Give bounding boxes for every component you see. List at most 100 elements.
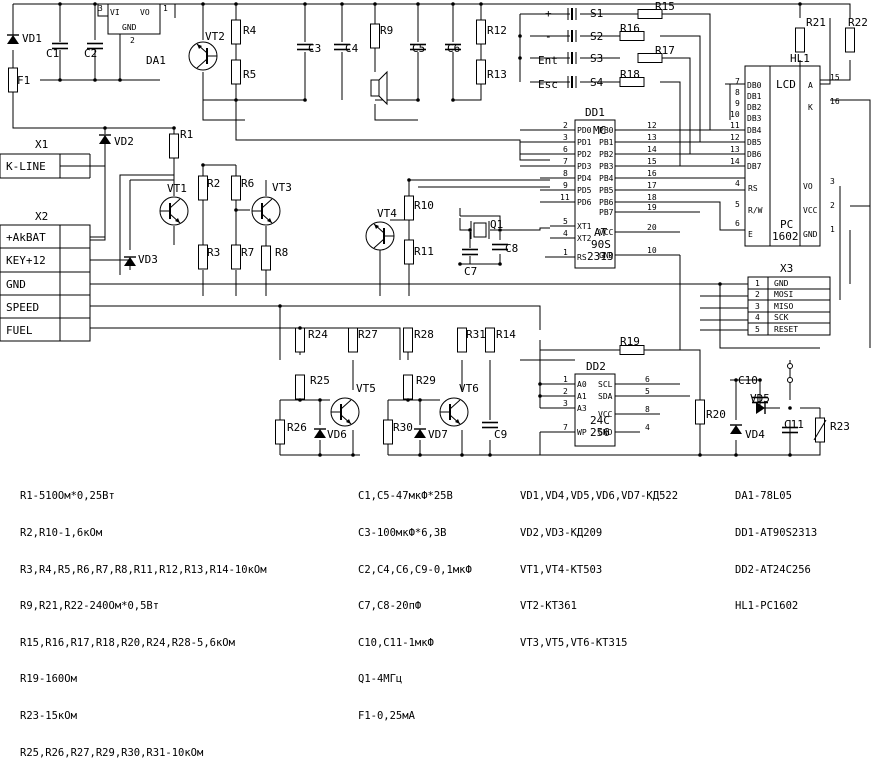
- label-r21: R21: [806, 16, 826, 29]
- bom-line: VT1,VT4-КТ503: [520, 563, 603, 576]
- label-vd5: VD5: [750, 392, 770, 405]
- label-r25: R25: [310, 374, 330, 387]
- hl1-part-2: 1602: [772, 230, 799, 243]
- x3-sig-1: GND: [774, 279, 789, 288]
- label-r9: R9: [380, 24, 393, 37]
- dd1-lp-7: PD6: [577, 198, 592, 207]
- bom-line: R9,R21,R22-240Ом*0,5Вт: [20, 600, 160, 613]
- x2-pin-1: +AkBAT: [6, 231, 46, 244]
- bom-line: DD2-AT24C256: [735, 563, 811, 576]
- dd1-rn-2: 13: [647, 133, 657, 142]
- hl1-rp-a: A: [808, 81, 813, 90]
- dd1-ln-3: 6: [563, 145, 568, 154]
- dd1-part-1: AT: [594, 226, 608, 239]
- x3-num-2: 2: [755, 290, 760, 299]
- label-r18: R18: [620, 68, 640, 81]
- dd1-rp-10: GND: [599, 251, 614, 260]
- lcd-hl1: HL1 LCD PC 1602 DB0 DB1 DB2 DB3 DB4 DB5 …: [730, 52, 840, 243]
- x3-sig-4: SCK: [774, 313, 789, 322]
- label-pin1: 1: [163, 4, 168, 13]
- dd1-ln-10: 1: [563, 248, 568, 257]
- bom-line: R2,R10-1,6кОм: [20, 527, 103, 539]
- label-f1: F1: [17, 74, 30, 87]
- hl1-name: HL1: [790, 52, 810, 65]
- label-vt5: VT5: [356, 382, 376, 395]
- dd1-rn-6: 17: [647, 181, 657, 190]
- bom-line: Q1-4МГц: [358, 673, 403, 686]
- label-r19: R19: [620, 335, 640, 348]
- dd1-lp-8: XT1: [577, 222, 592, 231]
- component-symbols: [0, 3, 855, 447]
- label-c6: C6: [447, 42, 460, 55]
- label-c1: C1: [46, 47, 59, 60]
- dd1-rn-7: 18: [647, 193, 657, 202]
- dd1-ln-5: 8: [563, 169, 568, 178]
- hl1-ctrl-e: E: [748, 230, 753, 239]
- bom-line: R15,R16,R17,R18,R20,R24,R28-5,6кОм: [20, 636, 235, 649]
- dd2-rn-1: 6: [645, 375, 650, 384]
- dd1-rn-5: 16: [647, 169, 657, 178]
- dd1-part-3: 2313: [587, 250, 614, 263]
- label-r15: R15: [655, 0, 675, 13]
- label-r1: R1: [180, 128, 193, 141]
- label-vd3: VD3: [138, 253, 158, 266]
- label-r30: R30: [393, 421, 413, 434]
- label-pin3: 3: [98, 4, 103, 13]
- dd2-lp-2: A1: [577, 392, 587, 401]
- label-r4: R4: [243, 24, 257, 37]
- dd1-rp-8: PB7: [599, 208, 614, 217]
- label-pin2: 2: [130, 36, 135, 45]
- label-c10: C10: [738, 374, 758, 387]
- label-r29: R29: [416, 374, 436, 387]
- label-vo: VO: [140, 8, 150, 17]
- bom-line: C3-100мкФ*6,3В: [358, 527, 447, 539]
- x3-num-4: 4: [755, 313, 760, 322]
- label-r2: R2: [207, 177, 220, 190]
- hl1-db-3: DB3: [747, 114, 762, 123]
- label-r24: R24: [308, 328, 328, 341]
- dd1-part-2: 90S: [591, 238, 611, 251]
- label-vt2: VT2: [205, 30, 225, 43]
- bom-line: VT2-КТ361: [520, 600, 577, 613]
- x3-name: X3: [780, 262, 793, 275]
- x3-sig-3: MISO: [774, 302, 793, 311]
- label-s2: S2: [590, 30, 603, 43]
- label-r5: R5: [243, 68, 256, 81]
- label-r11: R11: [414, 245, 434, 258]
- hl1-db-0: DB0: [747, 81, 762, 90]
- dd1-rp-6: PB5: [599, 186, 614, 195]
- dd2-name: DD2: [586, 360, 606, 373]
- label-r14: R14: [496, 328, 516, 341]
- label-c4: C4: [345, 42, 359, 55]
- x2-pin-2: KEY+12: [6, 254, 46, 267]
- bom-ics: DA1-78L05 DD1-AT90S2313 DD2-AT24C256 HL1…: [735, 466, 817, 625]
- hl1-dn-5: 12: [730, 133, 740, 142]
- hl1-dn-7: 14: [730, 157, 740, 166]
- label-r22: R22: [848, 16, 868, 29]
- x3-num-5: 5: [755, 325, 760, 334]
- dd1-lp-10: RS: [577, 253, 587, 262]
- x1-name: X1: [35, 138, 48, 151]
- dd1-lp-1: PD0: [577, 126, 592, 135]
- dd1-name: DD1: [585, 106, 605, 119]
- hl1-rp-gnd: GND: [803, 230, 818, 239]
- connector-x1: X1 K-LINE: [6, 138, 48, 173]
- x1-pin: K-LINE: [6, 160, 46, 173]
- bom-line: F1-0,25мА: [358, 709, 415, 722]
- button-plus-label: +: [545, 7, 552, 20]
- dd2-rp-3: VCC: [598, 410, 613, 419]
- dd1-rp-2: PB1: [599, 138, 614, 147]
- label-q1: Q1: [490, 218, 503, 231]
- dd2-part-1: 24C: [590, 414, 610, 427]
- bom-line: DD1-AT90S2313: [735, 527, 818, 539]
- dd2-rn-2: 5: [645, 387, 650, 396]
- bom-line: R1-510Ом*0,25Вт: [20, 490, 115, 503]
- dd1-rp-3: PB2: [599, 150, 614, 159]
- label-vd6: VD6: [327, 428, 347, 441]
- hl1-rn-16: 16: [830, 97, 840, 106]
- dd2-rp-2: SDA: [598, 392, 613, 401]
- label-s1: S1: [590, 7, 603, 20]
- dd1-rp-5: PB4: [599, 174, 614, 183]
- component-labels: VD1 F1 C1 C2 VI VO GND 3 1 2 DA1 VT2 R4 …: [17, 0, 868, 441]
- bom-resistors: R1-510Ом*0,25Вт R2,R10-1,6кОм R3,R4,R5,R…: [20, 466, 267, 771]
